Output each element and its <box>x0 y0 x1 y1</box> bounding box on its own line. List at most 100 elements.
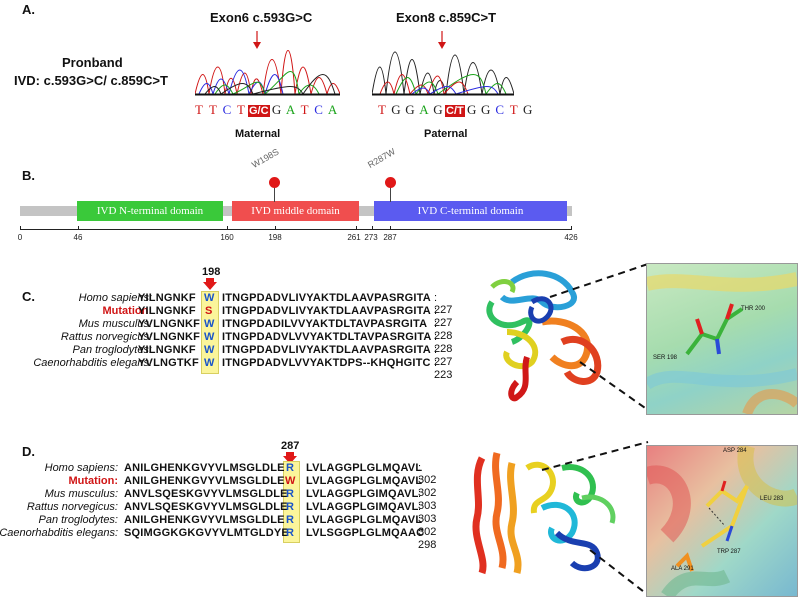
exon8-base: G <box>405 102 415 117</box>
mutation-label: R287W <box>366 146 397 170</box>
conserved-residue: W <box>204 318 215 330</box>
exon8-base: A <box>419 102 429 117</box>
exon6-base: C <box>222 102 232 117</box>
axis-tick <box>275 226 276 230</box>
exon6-title: Exon6 c.593G>C <box>210 10 313 25</box>
sequence-post: LVLAGGPLGIMQAVL <box>306 488 419 500</box>
species-name: Caenorhabditis elegans: <box>0 527 118 539</box>
species-name: Pan troglodytes: <box>38 514 119 526</box>
panel-c-position-arrow <box>203 278 217 290</box>
exon8-variant-highlight: C/T <box>445 105 465 117</box>
sequence-post: ITNGPDADVLIVYAKTDLAAVPASRGITA <box>222 305 431 317</box>
conserved-residue: R <box>286 514 295 526</box>
domain-c-terminal: IVD C-terminal domain <box>374 201 567 221</box>
exon8-base: C <box>495 102 505 117</box>
exon8-base: G <box>467 102 477 117</box>
species-name: Rattus norvegicus: <box>60 331 152 343</box>
panel-d-protein-structure <box>472 452 616 575</box>
sequence-pre: YVLNGTKF <box>138 357 199 369</box>
protein-backbone <box>20 206 572 216</box>
panel-c-zoom-lines <box>549 263 649 411</box>
sequence-length: : 302 <box>418 514 437 538</box>
residue-label: ASP 284 <box>723 448 747 454</box>
axis-tick <box>356 226 357 230</box>
exon6-origin: Maternal <box>235 128 281 140</box>
sequence-length: : 228 <box>434 331 453 355</box>
sequence-pre: ANILGHENKGVYVLMSGLDLE <box>124 462 285 474</box>
sequence-pre: YVLNGNKF <box>138 331 201 343</box>
exon8-base: G <box>433 102 443 117</box>
panel-d-position-arrow <box>283 452 297 464</box>
mutation-row-label: Mutation: <box>102 305 152 317</box>
tick-label: 198 <box>268 233 282 242</box>
sequence-length: : 223 <box>434 357 453 381</box>
panel-d-position-label: 287 <box>281 440 300 452</box>
species-name: Mus musculus: <box>44 488 118 500</box>
axis-tick <box>227 226 228 230</box>
exon6-base: T <box>237 102 245 117</box>
sequence-pre: SQIMGGKGKGVYVLMTGLDYE <box>124 527 289 539</box>
axis-tick <box>571 226 572 230</box>
panel-d-conserved-column <box>283 461 300 543</box>
exon6-base: A <box>285 102 296 117</box>
panel-b-label: B. <box>22 168 35 183</box>
tick-label: 0 <box>17 233 23 242</box>
mutation-marker <box>269 177 280 188</box>
conserved-residue: W <box>204 331 215 343</box>
mutant-residue: W <box>285 475 296 487</box>
mutation-marker <box>385 177 396 188</box>
sequence-length: : 227 <box>434 292 453 316</box>
panel-c-protein-structure <box>486 270 602 402</box>
mutation-stem <box>274 186 275 202</box>
residue-label: TRP 287 <box>717 549 741 555</box>
sequence-length: : 302 <box>418 475 437 499</box>
species-name: Homo sapiens: <box>44 462 118 474</box>
tick-label: 160 <box>220 233 234 242</box>
tick-label: 287 <box>383 233 397 242</box>
domain-middle: IVD middle domain <box>232 201 359 221</box>
sequence-post: LVLAGGPLGIMQAVL <box>306 501 419 513</box>
residue-label: SER 198 <box>653 355 678 361</box>
exon6-base: G <box>271 102 282 117</box>
sequence-length: : 228 <box>434 318 453 342</box>
tick-label: 426 <box>564 233 578 242</box>
exon6-base: T <box>195 102 203 117</box>
conserved-residue: W <box>204 292 215 304</box>
sequence-post: ITNGPDADVLVVYAKTDLTAVPASRGITA <box>222 331 432 343</box>
panel-d-label: D. <box>22 444 35 459</box>
sequence-post: ITNGPDADVLIVYAKTDLAAVPASRGITA <box>222 292 431 304</box>
tick-label: 46 <box>73 233 83 242</box>
species-name: Pan troglodytes: <box>72 344 153 356</box>
exon8-base: T <box>509 102 518 117</box>
sequence-pre: YILNGNKF <box>138 344 196 356</box>
exon6-base: A <box>327 102 338 117</box>
panel-a-label: A. <box>22 2 35 17</box>
sequence-length: : 303 <box>418 488 437 512</box>
exon8-base: T <box>378 102 386 117</box>
sequence-post: LVLAGGPLGLMQAVL <box>306 475 423 487</box>
conserved-residue: R <box>286 462 295 474</box>
conserved-residue: W <box>204 357 215 369</box>
exon8-title: Exon8 c.859C>T <box>396 10 497 25</box>
panel-c-label: C. <box>22 289 35 304</box>
sequence-length: : 302 <box>418 462 437 486</box>
exon8-base: G <box>391 102 401 117</box>
sequence-length: : 227 <box>434 305 453 329</box>
residue-label: LEU 283 <box>760 496 784 502</box>
residue-label: ALA 291 <box>671 566 694 572</box>
mutation-stem <box>390 186 391 202</box>
sequence-pre: ANVLSQESKGVYVLMSGLDLE <box>124 488 288 500</box>
tick-label: 273 <box>364 233 378 242</box>
position-axis <box>20 229 572 230</box>
exon8-base: G <box>481 102 491 117</box>
sequence-pre: ANVLSQESKGVYVLMSGLDLE <box>124 501 288 513</box>
species-name: Rattus norvegicus: <box>26 501 118 513</box>
proband-genotype: IVD: c.593G>C/ c.859C>T <box>14 73 168 88</box>
sequence-pre: ANILGHENKGVYVLMSGLDLE <box>124 514 285 526</box>
axis-tick <box>390 226 391 230</box>
sequence-pre: YILNGNKF <box>138 292 196 304</box>
residue-label: THR 200 <box>741 306 766 312</box>
conserved-residue: R <box>286 527 295 539</box>
sequence-post: LVLAGGPLGLMQAVL <box>306 514 423 526</box>
